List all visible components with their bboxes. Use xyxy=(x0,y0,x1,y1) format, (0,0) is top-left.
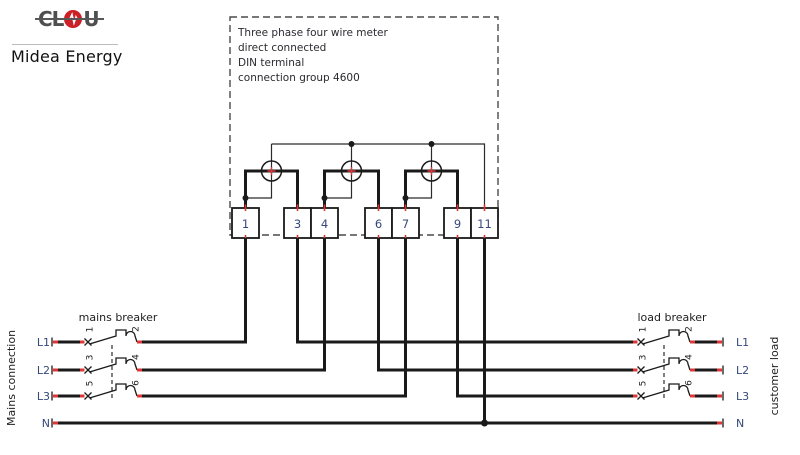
load-side-labels: L1 L2 L3 N customer load xyxy=(736,336,781,430)
mains-breaker: mains breaker 1 2 3 4 5 6 xyxy=(78,311,158,401)
pole-number: 2 xyxy=(132,326,142,332)
phase-label-l1: L1 xyxy=(37,336,50,349)
element-cross-marker xyxy=(267,167,276,175)
meter-description-line: direct connected xyxy=(238,42,326,54)
neutral-junction-dot xyxy=(481,419,488,427)
external-wiring xyxy=(51,238,724,428)
logo: CL U Midea Energy xyxy=(0,0,140,70)
terminal-number: 9 xyxy=(454,217,461,231)
measuring-element-circle xyxy=(340,160,363,182)
mains-breaker-label: mains breaker xyxy=(79,311,158,324)
pole-number: 5 xyxy=(639,381,649,387)
load-breaker: load breaker 1 2 3 4 5 6 xyxy=(631,311,707,401)
voltage-tap-l1 xyxy=(245,144,273,199)
measuring-element-circle xyxy=(420,160,443,182)
terminal-number: 6 xyxy=(375,217,382,231)
element-cross-marker xyxy=(427,167,436,175)
measuring-elements xyxy=(260,160,443,182)
phase-label-l2: L2 xyxy=(736,364,749,377)
logo-strikethrough-bar xyxy=(35,18,104,20)
connection-points-left xyxy=(53,340,58,425)
meter-description-line: DIN terminal xyxy=(238,57,304,69)
phase-label-l3: L3 xyxy=(736,390,749,403)
neutral-voltage-bus xyxy=(271,143,486,208)
terminal-number: 4 xyxy=(321,217,328,231)
mains-connection-label: Mains connection xyxy=(5,330,18,426)
wire-l1-in xyxy=(137,238,247,344)
voltage-tap-l3 xyxy=(405,144,433,199)
wires-load-out xyxy=(690,340,722,398)
phase-label-n: N xyxy=(736,417,744,430)
logo-subtitle: Midea Energy xyxy=(11,47,123,66)
pole-number: 2 xyxy=(685,326,695,332)
wire-l3-out xyxy=(456,238,633,398)
wire-l3-in xyxy=(137,238,407,398)
pole-number: 1 xyxy=(639,327,649,333)
meter-box: Three phase four wire meter direct conne… xyxy=(229,16,499,236)
phase-label-n: N xyxy=(42,417,50,430)
wire-l1-out xyxy=(296,238,633,344)
terminal-number: 11 xyxy=(477,217,492,231)
mains-side-labels: L1 L2 L3 N Mains connection xyxy=(5,330,50,430)
wire-l2-in xyxy=(137,238,326,372)
pole-number: 4 xyxy=(132,354,142,360)
terminal-number: 1 xyxy=(242,217,249,231)
pole-number: 6 xyxy=(685,380,695,386)
terminal-number: 7 xyxy=(402,217,409,231)
terminal-box-4 xyxy=(310,207,339,239)
element-cross-marker xyxy=(347,167,356,175)
pole-number: 5 xyxy=(86,381,96,387)
voltage-tap-l2 xyxy=(324,144,353,199)
pole-number: 6 xyxy=(132,380,142,386)
phase-label-l2: L2 xyxy=(37,364,50,377)
phase-label-l1: L1 xyxy=(736,336,749,349)
pole-number: 4 xyxy=(685,354,695,360)
pole-number: 3 xyxy=(639,355,649,361)
terminal-number: 3 xyxy=(294,217,301,231)
meter-description-line: Three phase four wire meter xyxy=(237,27,389,39)
pole-number: 1 xyxy=(86,327,96,333)
connection-points-right xyxy=(717,340,722,425)
junction-dot xyxy=(428,141,435,147)
meter-dashed-outline xyxy=(229,16,499,236)
wire-l2-out xyxy=(377,238,633,372)
phase-label-l3: L3 xyxy=(37,390,50,403)
voltage-circuit xyxy=(242,141,486,208)
logo-wordmark: CL U xyxy=(35,8,104,30)
customer-load-label: customer load xyxy=(768,337,781,416)
meter-description-line: connection group 4600 xyxy=(238,72,360,84)
logo-divider xyxy=(12,44,118,45)
pole-number: 3 xyxy=(86,355,96,361)
measuring-element-circle xyxy=(260,160,283,182)
terminal-strip: 1 3 4 6 7 9 11 xyxy=(231,204,499,242)
junction-dot xyxy=(348,141,355,147)
load-breaker-label: load breaker xyxy=(637,311,707,324)
